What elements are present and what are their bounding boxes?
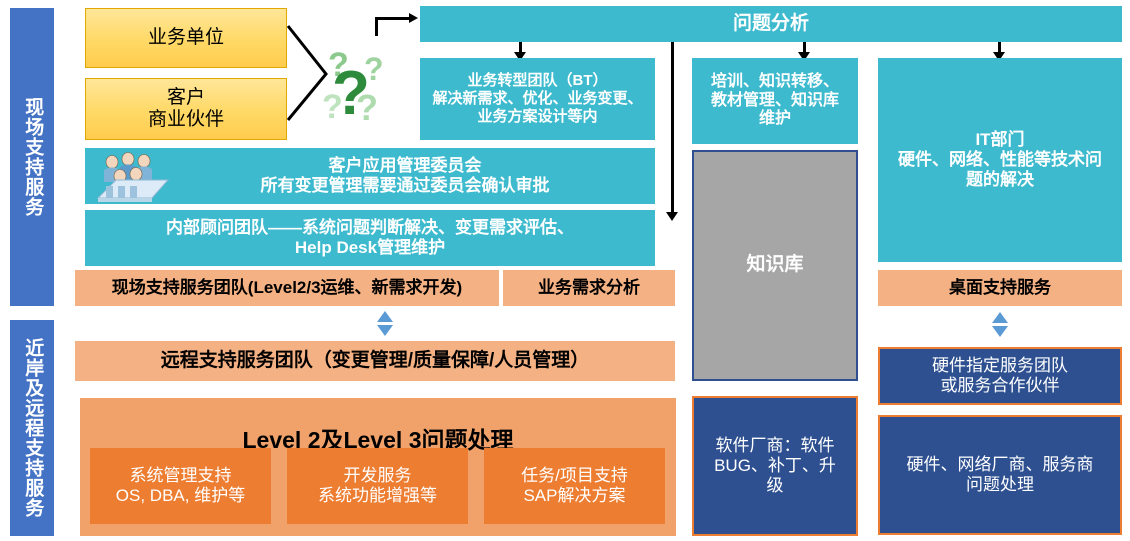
training-box[interactable]: 培训、知识转移、 教材管理、知识库 维护 <box>692 58 858 144</box>
svg-text:?: ? <box>332 59 370 124</box>
software-vendor-label: 软件厂商：软件 BUG、补丁、升 级 <box>714 435 836 496</box>
it-department-label: IT部门 硬件、网络、性能等技术问 题的解决 <box>898 129 1102 190</box>
hardware-partner-box[interactable]: 硬件指定服务团队 或服务合作伙伴 <box>878 347 1122 405</box>
hardware-vendor-box[interactable]: 硬件、网络厂商、服务商 问题处理 <box>878 415 1122 535</box>
svg-text:?: ? <box>356 87 378 124</box>
meeting-people-icon <box>96 152 170 202</box>
remote-team-label: 远程支持服务团队（变更管理/质量保障/人员管理） <box>160 349 590 371</box>
internal-consultant-box[interactable]: 内部顾问团队——系统问题判断解决、变更需求评估、 Help Desk管理维护 <box>85 210 655 266</box>
desktop-support-label: 桌面支持服务 <box>949 277 1051 297</box>
source-box-business-unit[interactable]: 业务单位 <box>85 8 287 68</box>
arrowhead-it-icon <box>993 52 1005 61</box>
hardware-vendor-label: 硬件、网络厂商、服务商 问题处理 <box>906 454 1094 494</box>
business-analysis-box[interactable]: 业务需求分析 <box>503 270 675 306</box>
knowledge-base-box[interactable]: 知识库 <box>692 150 858 381</box>
onsite-team-label: 现场支持服务团队(Level2/3运维、新需求开发) <box>111 277 463 297</box>
rail-remote-support: 近岸及远程支持服务 <box>10 320 54 536</box>
source-box-customer-partner[interactable]: 客户 商业伙伴 <box>85 78 287 140</box>
it-department-box[interactable]: IT部门 硬件、网络、性能等技术问 题的解决 <box>878 58 1122 262</box>
level-item-development-label: 开发服务 系统功能增强等 <box>318 465 437 505</box>
connector-horizontal-to-analysis <box>375 17 411 20</box>
svg-text:?: ? <box>322 88 343 124</box>
remote-team-box[interactable]: 远程支持服务团队（变更管理/质量保障/人员管理） <box>75 341 675 381</box>
rail-onsite-support-label: 现场支持服务 <box>22 97 44 217</box>
rail-remote-support-label: 近岸及远程支持服务 <box>22 338 44 518</box>
blue-arrow-down-right-icon <box>992 326 1008 337</box>
source-box-customer-partner-label: 客户 商业伙伴 <box>147 86 224 130</box>
connector-analysis-to-consultant <box>671 42 674 216</box>
blue-arrow-down-left-icon <box>377 325 393 336</box>
business-analysis-label: 业务需求分析 <box>538 277 640 297</box>
blue-arrow-up-left-icon <box>377 311 393 322</box>
arrowhead-training-icon <box>798 52 810 61</box>
connector-analysis-to-it <box>998 42 1001 56</box>
blue-arrow-up-right-icon <box>992 312 1008 323</box>
svg-text:?: ? <box>364 51 384 87</box>
onsite-team-box[interactable]: 现场支持服务团队(Level2/3运维、新需求开发) <box>75 270 499 306</box>
source-box-business-unit-label: 业务单位 <box>147 26 224 48</box>
level-item-development[interactable]: 开发服务 系统功能增强等 <box>287 448 468 524</box>
committee-box[interactable]: 客户应用管理委员会 所有变更管理需要通过委员会确认审批 <box>85 148 655 204</box>
hardware-partner-label: 硬件指定服务团队 或服务合作伙伴 <box>932 355 1068 395</box>
committee-label: 客户应用管理委员会 所有变更管理需要通过委员会确认审批 <box>260 155 550 195</box>
analysis-bar[interactable]: 问题分析 <box>420 6 1122 42</box>
level-item-sysadmin-label: 系统管理支持 OS, DBA, 维护等 <box>115 465 246 505</box>
knowledge-base-label: 知识库 <box>746 254 804 276</box>
question-mark-cluster-icon: ? ? ? ? ? <box>322 46 384 124</box>
rail-onsite-support: 现场支持服务 <box>10 8 54 306</box>
bt-team-box[interactable]: 业务转型团队（BT） 解决新需求、优化、业务变更、 业务方案设计等内 <box>420 58 655 140</box>
level-item-project[interactable]: 任务/项目支持 SAP解决方案 <box>484 448 665 524</box>
arrowhead-consultant-icon <box>666 212 678 221</box>
arrowhead-bt-icon <box>514 52 526 61</box>
analysis-bar-label: 问题分析 <box>732 12 809 34</box>
arrowhead-to-analysis-icon <box>409 13 418 23</box>
bt-team-label: 业务转型团队（BT） 解决新需求、优化、业务变更、 业务方案设计等内 <box>432 72 643 125</box>
internal-consultant-label: 内部顾问团队——系统问题判断解决、变更需求评估、 Help Desk管理维护 <box>166 217 574 257</box>
training-label: 培训、知识转移、 教材管理、知识库 维护 <box>710 72 839 128</box>
svg-text:?: ? <box>328 46 349 84</box>
desktop-support-box[interactable]: 桌面支持服务 <box>878 270 1122 306</box>
level-item-sysadmin[interactable]: 系统管理支持 OS, DBA, 维护等 <box>90 448 271 524</box>
connector-vertical-to-analysis <box>375 18 378 36</box>
software-vendor-box[interactable]: 软件厂商：软件 BUG、补丁、升 级 <box>692 396 858 536</box>
connector-analysis-to-bt <box>519 42 522 56</box>
connector-analysis-to-training <box>803 42 806 56</box>
level-item-project-label: 任务/项目支持 SAP解决方案 <box>521 465 628 505</box>
